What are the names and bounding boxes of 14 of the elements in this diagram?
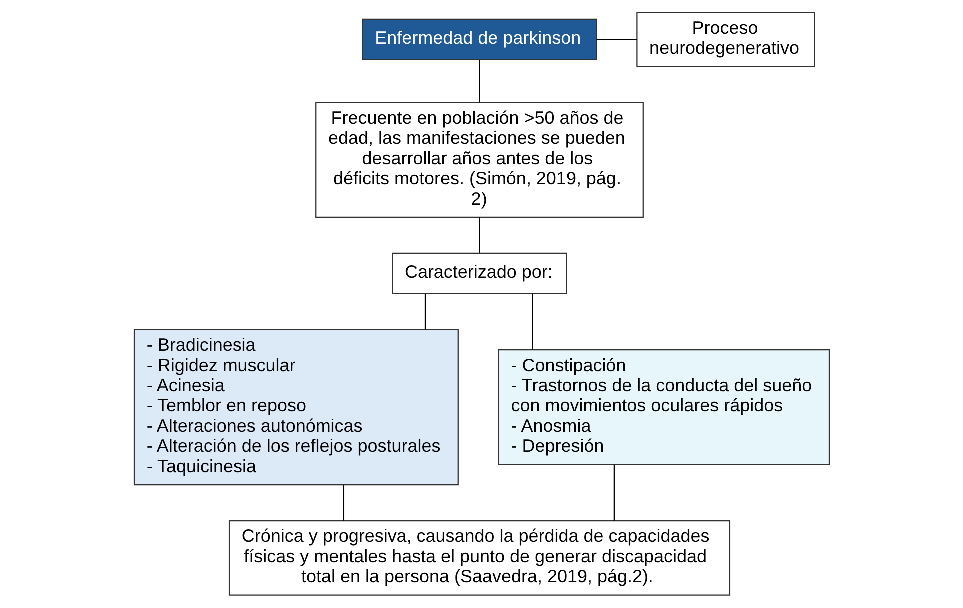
connector [478, 60, 480, 103]
connector [532, 294, 533, 350]
connector [342, 485, 344, 521]
connector [478, 218, 480, 254]
node-box: Frecuente en población >50 años de edad, las manifestaciones se pueden desarrollar años antes de los déficits motores. (Simón, 2019, pág. 2) [315, 102, 644, 218]
node-box: Crónica y progresiva, causando la pérdida de capacidades físicas y mentales hasta el punto de generar discapacidad total en la persona (Saavedra, 2019, pág.2). [228, 520, 730, 596]
node-box: Enfermedad de parkinson [362, 18, 597, 61]
node-box: - Bradicinesia - Rigidez muscular - Acinesia - Temblor en reposo - Alteraciones autonómicas - Alteración de los reflejos posturales - Taquicinesia [133, 329, 458, 486]
connector [613, 464, 614, 521]
connector [424, 294, 426, 330]
node-box: Caracterizado por: [392, 252, 567, 294]
node-box: Proceso neurodegenerativo [636, 12, 815, 68]
node-box: - Constipación - Trastornos de la conducta del sueño con movimientos oculares rápidos - Anosmia - Depresión [498, 350, 830, 466]
connector [596, 39, 636, 40]
